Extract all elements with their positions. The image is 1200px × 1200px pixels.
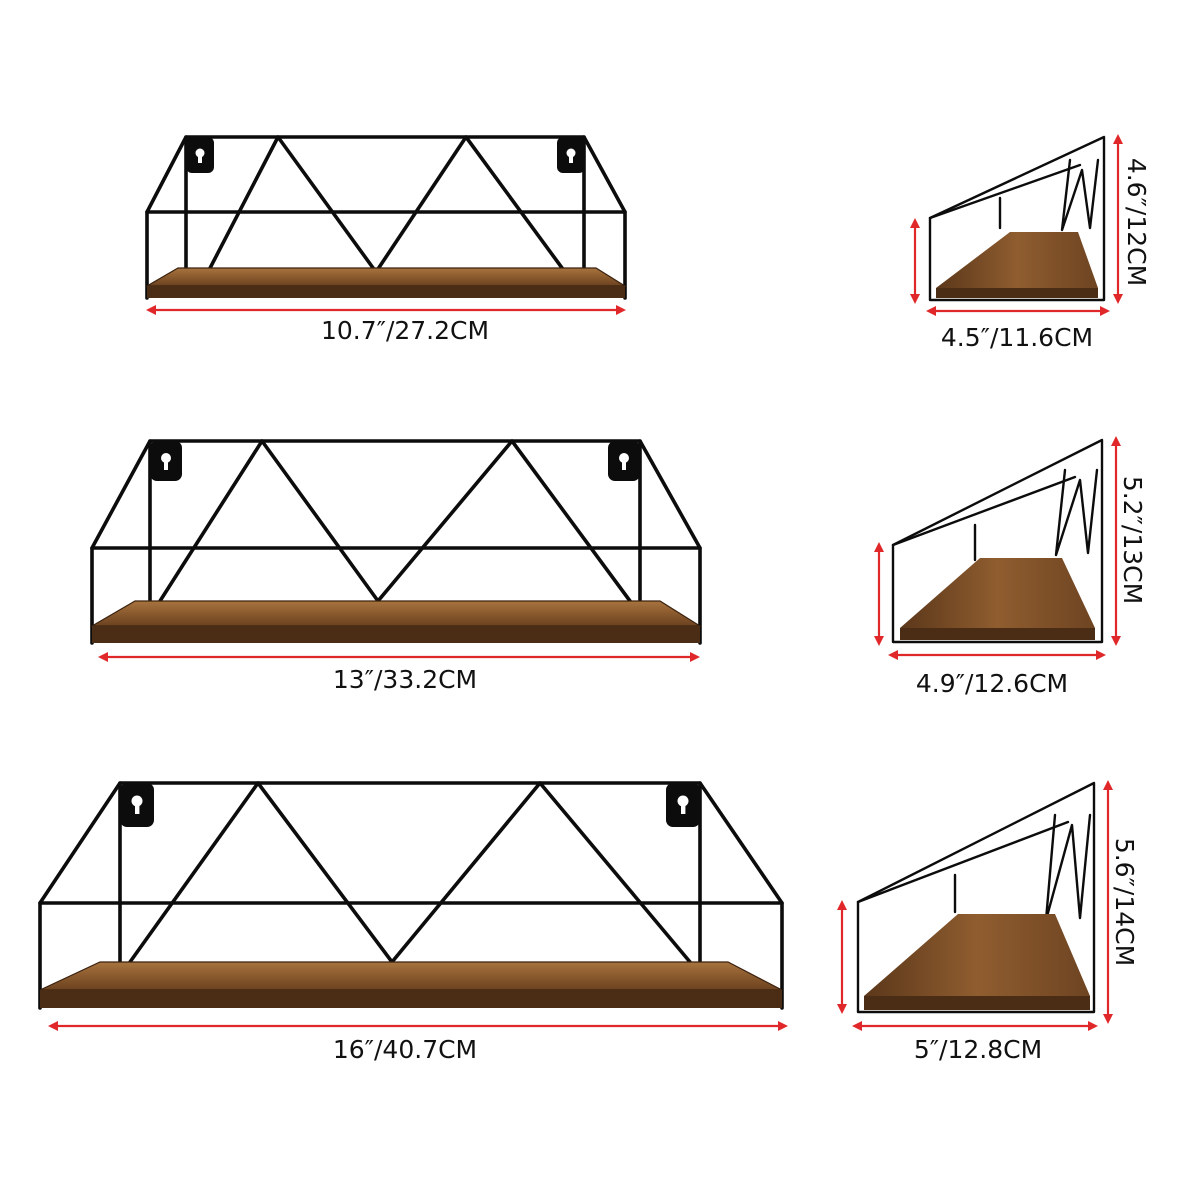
- large-shelf-height-label: 5.6″/14CM: [1110, 838, 1139, 966]
- medium-shelf-side-depth-dimension-line: [888, 650, 1106, 660]
- small-shelf-wall-bracket-right: [557, 137, 585, 173]
- small-shelf-width-dimension-line: [146, 305, 626, 315]
- large-shelf-side-wood-board: [864, 914, 1090, 1010]
- small-shelf-height-label: 4.6″/12CM: [1122, 158, 1151, 286]
- large-shelf-side-depth-dimension-line: [852, 1021, 1098, 1031]
- medium-shelf-width-label: 13″/33.2CM: [333, 665, 477, 694]
- medium-shelf-wall-bracket-right: [608, 441, 640, 481]
- small-shelf-wood-board: [144, 267, 628, 298]
- medium-shelf-wood-board: [89, 600, 703, 643]
- small-shelf-side-depth-dimension-line: [926, 306, 1110, 316]
- medium-shelf-width-dimension-line: [98, 652, 700, 662]
- large-shelf-side-view: 5″/12.8CM 5.6″/14CM: [837, 780, 1139, 1064]
- large-shelf-front-view: 16″/40.7CM: [38, 781, 788, 1064]
- small-shelf-side-wood-board: [936, 232, 1098, 298]
- large-shelf-wall-bracket-left: [120, 783, 154, 827]
- medium-shelf-side-wood-board: [900, 558, 1095, 640]
- medium-shelf-side-wire-frame: [891, 438, 1104, 644]
- small-shelf-front-view: 10.7″/27.2CM: [144, 135, 628, 345]
- medium-shelf-height-label: 5.2″/13CM: [1118, 476, 1147, 604]
- small-shelf-wall-bracket-left: [186, 137, 214, 173]
- large-shelf-side-height-dimension-line: [837, 780, 1113, 1024]
- medium-shelf-depth-label: 4.9″/12.6CM: [916, 669, 1068, 698]
- medium-shelf-front-view: 13″/33.2CM: [89, 439, 703, 694]
- medium-shelf-side-view: 4.9″/12.6CM 5.2″/13CM: [874, 436, 1147, 698]
- large-shelf-wood-board: [39, 961, 783, 1008]
- medium-shelf-wall-bracket-left: [150, 441, 182, 481]
- large-shelf-side-wire-frame: [856, 781, 1096, 1014]
- large-shelf-width-label: 16″/40.7CM: [333, 1035, 477, 1064]
- small-shelf-side-view: 4.5″/11.6CM 4.6″/12CM: [910, 134, 1151, 352]
- small-shelf-side-height-dimension-line: [910, 134, 1123, 304]
- large-shelf-depth-label: 5″/12.8CM: [914, 1035, 1042, 1064]
- small-shelf-width-label: 10.7″/27.2CM: [321, 316, 489, 345]
- small-shelf-side-wire-frame: [928, 135, 1106, 302]
- large-shelf-wall-bracket-right: [666, 783, 700, 827]
- small-shelf-depth-label: 4.5″/11.6CM: [941, 323, 1093, 352]
- large-shelf-width-dimension-line: [48, 1021, 788, 1031]
- medium-shelf-side-height-dimension-line: [874, 436, 1121, 646]
